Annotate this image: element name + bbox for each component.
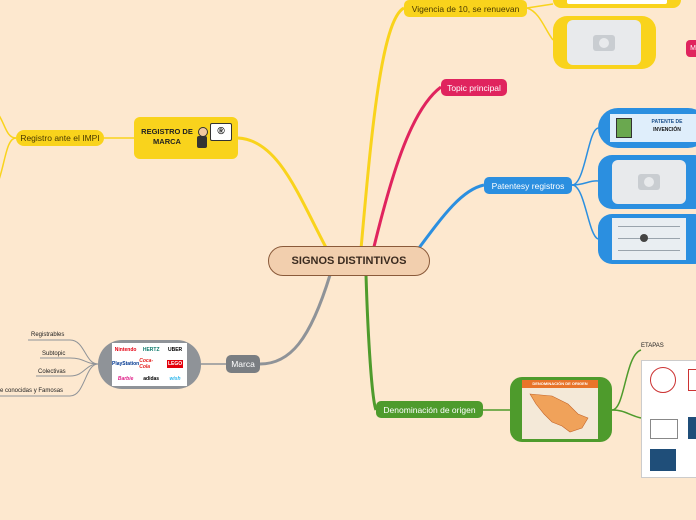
central-topic[interactable]: SIGNOS DISTINTIVOS — [268, 246, 430, 276]
topic-denominacion-label: Denominación de origen — [383, 405, 475, 415]
image-placeholder — [567, 20, 641, 65]
brand-logos-grid: Nintendo HERTZ UBER PlayStation Coca-Col… — [112, 343, 187, 386]
denominacion-card-title: DENOMINACIÓN DE ORIGEN — [522, 380, 598, 388]
blueprint-image — [612, 218, 686, 260]
playstation-logo: PlayStation — [112, 361, 139, 367]
camera-icon — [638, 174, 660, 190]
topic-patentes[interactable]: Patentesy registros — [484, 177, 572, 194]
wish-logo: wish — [169, 376, 180, 382]
leaf-conocidas-famosas[interactable]: e conocidas y Famosas — [0, 388, 63, 394]
topic-marca[interactable]: Marca — [226, 355, 260, 373]
etapas-flowchart-image[interactable] — [641, 360, 696, 478]
patentes-placeholder-card[interactable] — [598, 155, 696, 209]
patente-line1: PATENTE DE — [642, 118, 692, 126]
blueprint-card[interactable] — [598, 214, 696, 264]
link-denominacion — [366, 275, 376, 410]
image-placeholder — [612, 160, 686, 204]
camera-icon — [593, 35, 615, 51]
topic-vigencia-label: Vigencia de 10, se renuevan — [412, 4, 520, 14]
patente-card[interactable]: PATENTE DE INVENCIÓN — [598, 108, 696, 148]
topic-principal[interactable]: Topic principal — [441, 79, 507, 96]
topic-denominacion[interactable]: Denominación de origen — [376, 401, 483, 418]
patent-document-icon — [616, 118, 632, 138]
topic-principal-label: Topic principal — [447, 83, 501, 93]
topic-registro-impi-label: Registro ante el IMPI — [20, 133, 99, 143]
topic-marca-label: Marca — [231, 359, 255, 369]
registro-card-line2: MARCA — [138, 137, 196, 147]
edge-tab-label: M — [690, 45, 696, 52]
person-with-sign-icon: ® — [196, 123, 232, 149]
vigencia-placeholder-card[interactable] — [553, 16, 656, 69]
adidas-logo: adidas — [143, 376, 159, 382]
patente-line2: INVENCIÓN — [642, 126, 692, 134]
hertz-logo: HERTZ — [143, 347, 160, 353]
registro-card-line1: REGISTRO DE — [138, 127, 196, 137]
vigencia-image-card[interactable] — [553, 0, 681, 8]
leaf-registrables[interactable]: Registrables — [31, 332, 64, 338]
brands-card[interactable]: Nintendo HERTZ UBER PlayStation Coca-Col… — [98, 340, 201, 389]
denominacion-card[interactable]: DENOMINACIÓN DE ORIGEN — [510, 377, 612, 442]
nintendo-logo: Nintendo — [115, 347, 137, 353]
link-topic-principal — [372, 87, 441, 255]
lego-logo: LEGO — [167, 360, 183, 368]
etapas-label[interactable]: ETAPAS — [641, 343, 664, 349]
edge-tab[interactable]: M — [686, 40, 696, 57]
barbie-logo: Barbie — [118, 376, 134, 382]
registered-symbol: ® — [210, 123, 232, 141]
topic-registro-impi[interactable]: Registro ante el IMPI — [16, 130, 104, 146]
uber-logo: UBER — [168, 347, 182, 353]
topic-vigencia[interactable]: Vigencia de 10, se renuevan — [404, 0, 527, 17]
link-registro — [238, 138, 330, 255]
leaf-subtopic[interactable]: Subtopic — [42, 351, 65, 357]
leaf-colectivas[interactable]: Colectivas — [38, 369, 66, 375]
central-topic-label: SIGNOS DISTINTIVOS — [292, 255, 407, 267]
topic-patentes-label: Patentesy registros — [492, 181, 565, 191]
link-marca — [260, 275, 330, 364]
registro-marca-card[interactable]: REGISTRO DE MARCA ® — [134, 117, 238, 159]
link-vigencia — [360, 8, 404, 260]
coca-cola-logo: Coca-Cola — [139, 358, 163, 370]
mexico-map-image: DENOMINACIÓN DE ORIGEN — [522, 380, 598, 439]
